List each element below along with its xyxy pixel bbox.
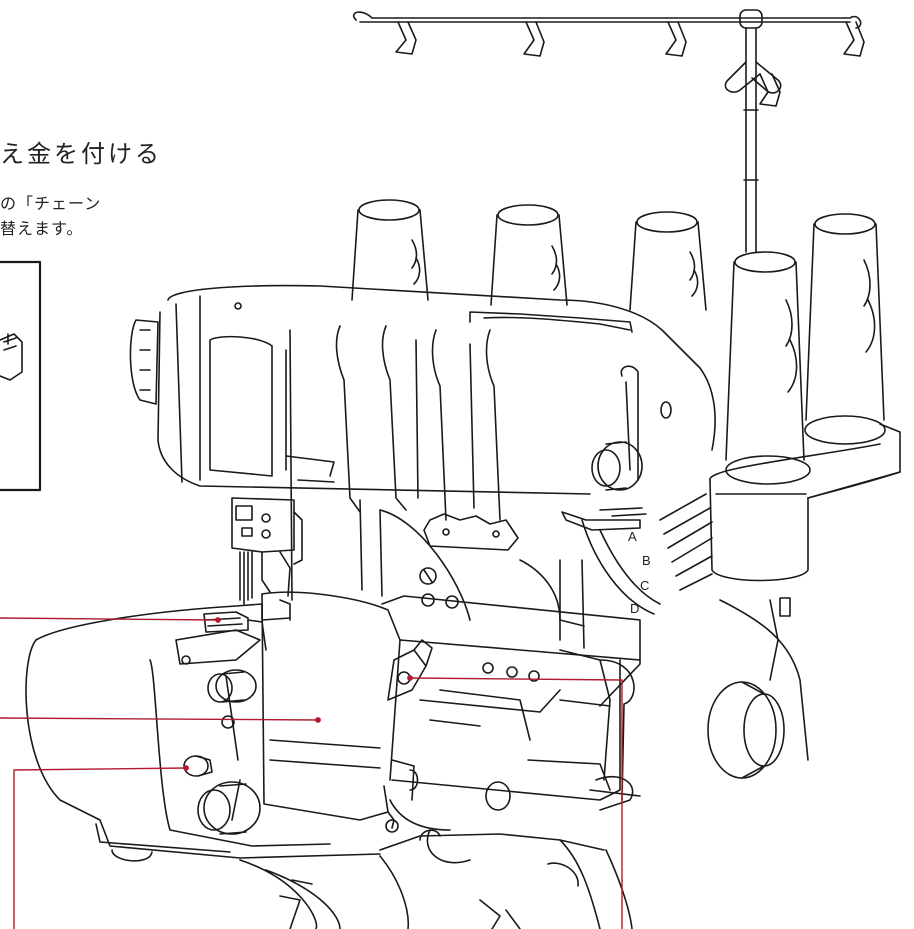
inset-part-icon (0, 333, 23, 381)
leader-lines (0, 617, 623, 929)
machine-body (25, 329, 641, 862)
knob-icon (183, 441, 643, 841)
dial-label-d: D (630, 601, 640, 616)
dial-label-b: B (642, 553, 651, 568)
looper-cover (239, 829, 633, 929)
handwheel-icon (707, 597, 809, 779)
needle-clamp (231, 497, 303, 605)
instruction-line-2: 替えます。 (0, 219, 84, 238)
upper-housing (129, 284, 716, 551)
thread-cone-icon (351, 199, 886, 485)
thread-stand-icon (352, 9, 865, 253)
presser-foot (175, 611, 267, 665)
inset-picture-frame (0, 260, 42, 492)
dial-label-c: C (640, 578, 650, 593)
section-heading: え金を付ける (0, 140, 162, 168)
differential-dial (581, 493, 713, 615)
thread-cone-base (709, 423, 901, 582)
dial-label-a: A (628, 529, 637, 544)
instruction-line-1: の「チェーン (0, 194, 102, 213)
